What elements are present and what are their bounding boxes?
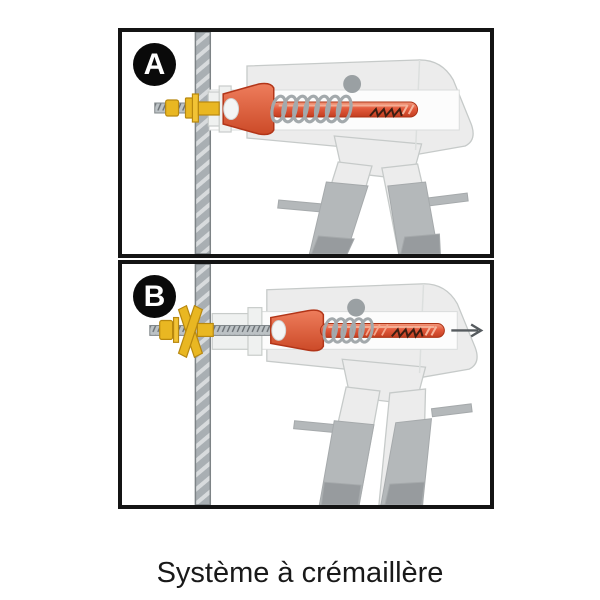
pivot-pin (343, 75, 362, 93)
rack-rod (270, 309, 445, 352)
panel-a: A (118, 28, 494, 258)
expanded-anchor (159, 304, 214, 359)
setting-tool-body (246, 59, 474, 254)
step-label-b: B (143, 279, 166, 313)
spring-coil (270, 94, 353, 124)
tool-handle-grips (277, 181, 469, 254)
figure-caption: Système à crémaillère (156, 557, 444, 589)
hollow-wall-anchor (165, 93, 220, 123)
step-label-a: A (143, 47, 166, 81)
step-badge-b: B (133, 275, 176, 318)
wall (194, 32, 212, 254)
spring-coil (322, 317, 374, 344)
panel-b: B (118, 260, 494, 509)
pull-direction-arrow-icon (451, 323, 484, 338)
wall (194, 264, 212, 505)
pivot-pin (347, 298, 366, 317)
step-badge-a: A (133, 43, 176, 86)
tool-handle-grips (293, 403, 473, 505)
illustration-b (149, 264, 484, 505)
illustration-a (154, 32, 474, 254)
